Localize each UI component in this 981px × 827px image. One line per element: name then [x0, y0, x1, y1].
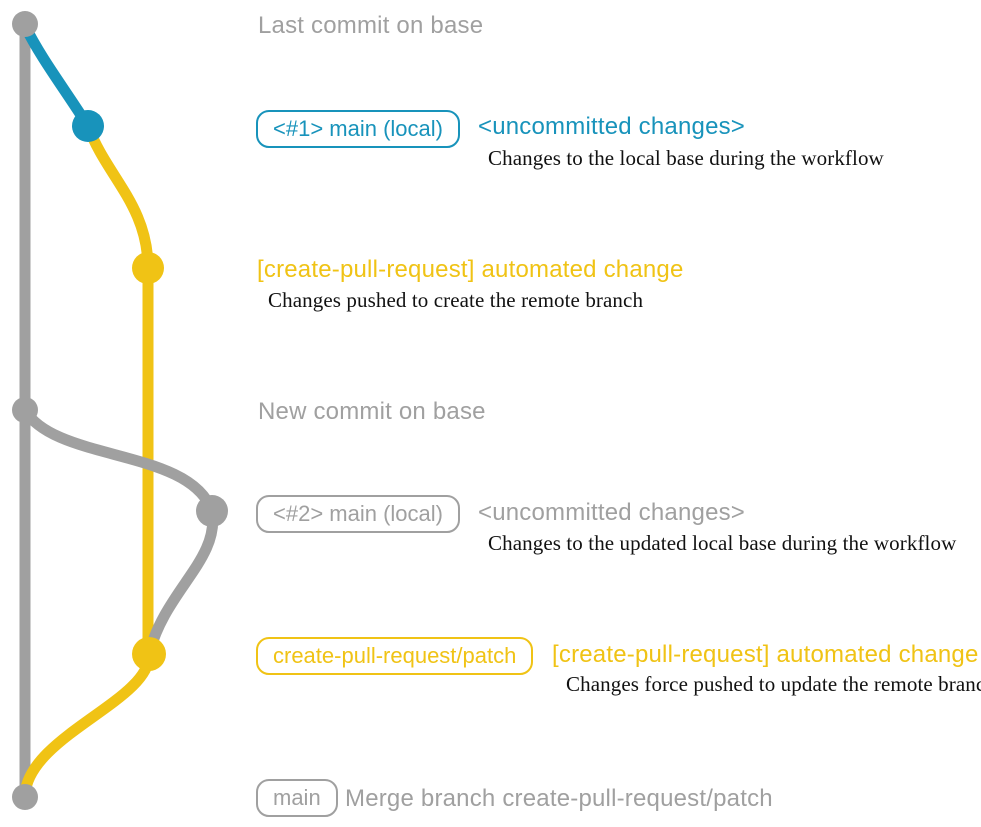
caption-automated-change-1: Changes pushed to create the remote bran…	[268, 288, 644, 312]
title-automated-change-2: [create-pull-request] automated change	[552, 641, 979, 668]
caption-uncommitted-changes-1: Changes to the local base during the wor…	[488, 146, 884, 170]
gray-branch-curve-out	[19, 404, 218, 517]
badge-patch-label: create-pull-request/patch	[256, 637, 534, 675]
branch-badge-patch: create-pull-request/patch	[256, 637, 534, 675]
gray-branch-curve-in	[143, 505, 219, 660]
commit-dot-main-local-1	[72, 110, 104, 142]
commit-dot-base-top	[12, 11, 38, 37]
yellow-merge-curve	[19, 648, 155, 801]
badge-main-local-2-label: <#2> main (local)	[256, 495, 460, 533]
label-last-commit-on-base: Last commit on base	[258, 12, 484, 39]
title-automated-change-1: [create-pull-request] automated change	[257, 256, 684, 283]
commit-dot-base-new	[12, 397, 38, 423]
blue-branch-curve	[19, 20, 94, 132]
commit-dot-remote-branch-1	[132, 252, 164, 284]
commit-dot-remote-branch-2	[132, 637, 166, 671]
title-uncommitted-changes-2: <uncommitted changes>	[478, 499, 746, 526]
label-new-commit-on-base: New commit on base	[258, 398, 486, 425]
branch-badge-main-local-1: <#1> main (local)	[256, 110, 460, 148]
badge-main-local-1-label: <#1> main (local)	[256, 110, 460, 148]
branch-badge-main-local-2: <#2> main (local)	[256, 495, 460, 533]
branch-badge-main: main	[256, 779, 338, 817]
commit-dot-main-local-2	[196, 495, 228, 527]
badge-main-label: main	[256, 779, 338, 817]
title-uncommitted-changes-1: <uncommitted changes>	[478, 113, 746, 140]
caption-automated-change-2: Changes force pushed to update the remot…	[566, 672, 981, 696]
yellow-branch-curve-top	[82, 120, 154, 274]
commit-dot-merge	[12, 784, 38, 810]
caption-uncommitted-changes-2: Changes to the updated local base during…	[488, 531, 957, 555]
title-merge-branch: Merge branch create-pull-request/patch	[345, 785, 773, 812]
